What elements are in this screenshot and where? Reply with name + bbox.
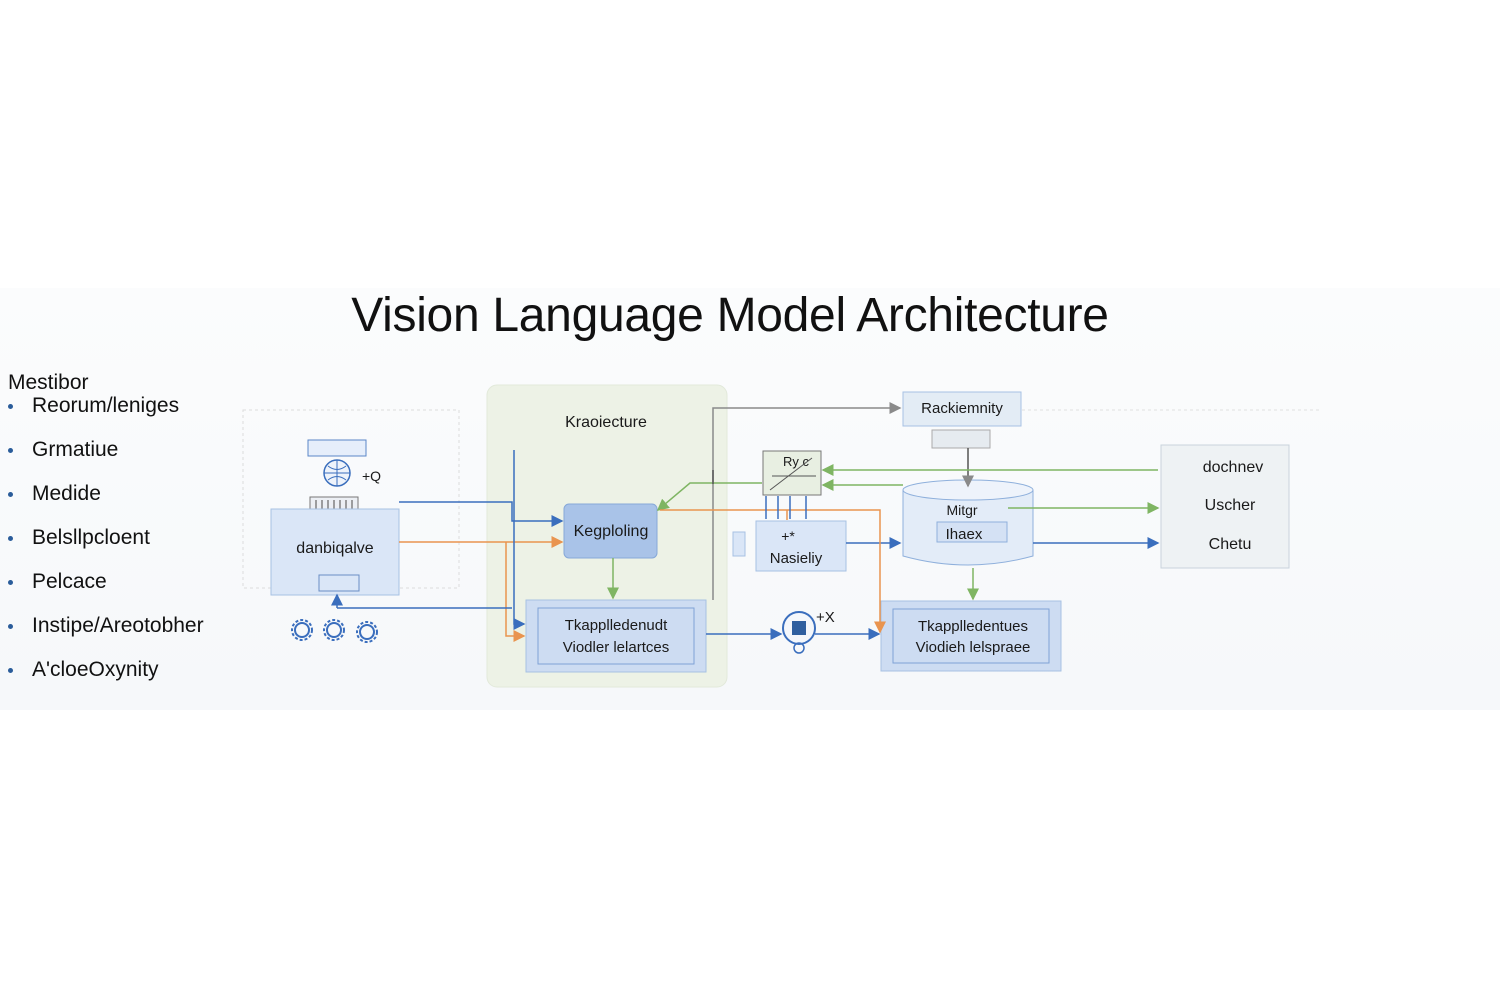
mapped-features-right-inner: [892, 608, 1050, 664]
nasiely-block[interactable]: [755, 520, 847, 572]
mapped-left-line2: Viodler lelartces: [563, 639, 669, 656]
bullet-icon: [8, 668, 13, 673]
gear-icon: [326, 622, 342, 638]
ryc-chart-lines: [769, 457, 816, 491]
bullet-icon: [8, 580, 13, 585]
store-line1: Mitgr: [946, 502, 977, 518]
legend-heading: Mestibor: [8, 371, 89, 394]
bullet-icon: [8, 492, 13, 497]
input-port: [318, 574, 360, 592]
nasiely-label: Nasieliy: [770, 550, 823, 567]
pooling-label: Kegploling: [574, 523, 649, 540]
output-item-2[interactable]: Uscher: [1205, 497, 1256, 514]
legend-item-label: Pelcace: [32, 570, 107, 593]
page-title: Vision Language Model Architecture: [351, 289, 1109, 342]
input-block-label: danbiqalve: [296, 540, 374, 557]
legend-item-label: Medide: [32, 482, 101, 505]
plus-x-label: +X: [816, 609, 835, 626]
bullet-icon: [8, 448, 13, 453]
legend-list: Reorum/leniges Grmatiue Medide Belsllpcl…: [8, 392, 204, 700]
arrow-input-to-pooling: [399, 501, 564, 527]
ryc-label: Ry c: [783, 454, 810, 469]
rack-ports: [931, 429, 991, 449]
mapped-features-right[interactable]: [880, 600, 1062, 672]
output-item-1[interactable]: dochnev: [1203, 459, 1264, 476]
rack-block[interactable]: [902, 391, 1022, 427]
connectors: [331, 402, 1160, 642]
chip-strip: [307, 439, 367, 457]
legend-item: A'cloeOxynity: [8, 656, 204, 700]
gear-icon: [294, 622, 310, 638]
legend-item-label: Reorum/leniges: [32, 394, 180, 417]
legend-item: Grmatiue: [8, 436, 204, 480]
bullet-icon: [8, 536, 13, 541]
gear-icon: [291, 619, 313, 641]
store-line2: Ihaex: [946, 526, 983, 543]
store-inner-box: [936, 521, 1008, 543]
legend-item-label: A'cloeOxynity: [32, 658, 159, 681]
mapped-right-line2: Viodieh lelspraee: [916, 639, 1031, 656]
gear-icons: [291, 619, 378, 643]
arrow-pooling-to-mapped-right: [660, 509, 886, 634]
arrow-ryc-to-pooling: [656, 482, 762, 511]
input-block[interactable]: [270, 508, 400, 596]
globe-icon-lines: [324, 460, 350, 486]
mapped-features-left-inner: [537, 607, 695, 665]
mapped-right-line1: Tkapplledentues: [918, 618, 1028, 635]
gear-icon: [356, 621, 378, 643]
lock-icon-body: [792, 621, 806, 635]
legend-item: Instipe/Areotobher: [8, 612, 204, 656]
mapped-features-left[interactable]: [525, 599, 707, 673]
legend-item: Reorum/leniges: [8, 392, 204, 436]
nasiely-side-port: [732, 531, 746, 557]
legend-item: Medide: [8, 480, 204, 524]
legend-item-label: Instipe/Areotobher: [32, 614, 204, 637]
gear-icon: [359, 624, 375, 640]
legend-item: Pelcace: [8, 568, 204, 612]
nasiely-plus: +*: [781, 528, 795, 544]
legend-item-label: Belsllpcloent: [32, 526, 150, 549]
output-item-3[interactable]: Chetu: [1209, 536, 1252, 553]
lock-icon-ring: [793, 642, 805, 654]
bullet-icon: [8, 624, 13, 629]
input-plus-label: +Q: [362, 468, 381, 484]
legend-item: Belsllpcloent: [8, 524, 204, 568]
bullet-icon: [8, 404, 13, 409]
arrow-to-rack: [712, 402, 902, 600]
group-label: Kraoiecture: [565, 414, 647, 431]
arrow-left-rail: [513, 450, 526, 630]
legend-item-label: Grmatiue: [32, 438, 119, 461]
pooling-block[interactable]: [563, 503, 658, 559]
output-panel: [1160, 444, 1290, 569]
mapped-left-line1: Tkapplledenudt: [565, 617, 668, 634]
gear-icon: [323, 619, 345, 641]
arrows-ryc-to-nasiely: [765, 496, 807, 519]
input-region-frame: [242, 409, 460, 589]
arrow-to-mapped-left: [505, 542, 526, 642]
rack-label: Rackiemnity: [921, 400, 1003, 417]
